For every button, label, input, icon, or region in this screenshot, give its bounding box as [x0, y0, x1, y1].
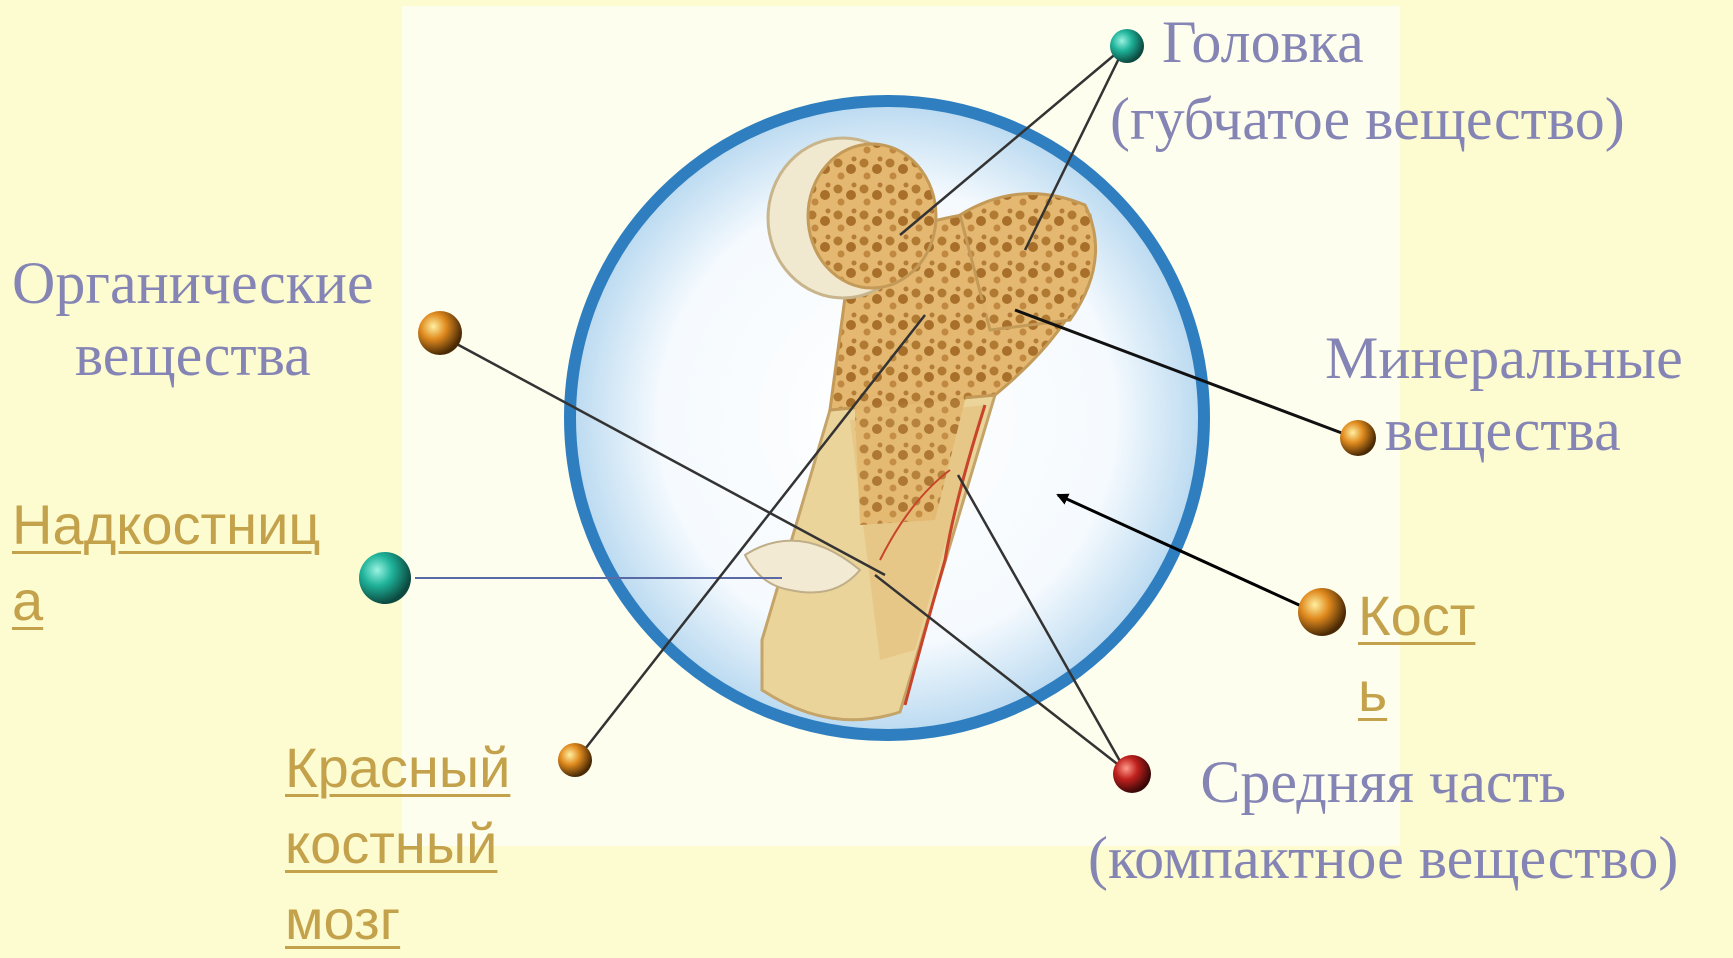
marker-periosteum — [359, 552, 411, 604]
label-middle-line1: Средняя часть — [1088, 746, 1678, 818]
link-bone[interactable]: Кост ь — [1358, 578, 1475, 730]
marker-organic — [418, 311, 462, 355]
femoral-head — [808, 144, 936, 288]
label-mineral: Минеральные вещества — [1325, 322, 1683, 466]
link-periosteum[interactable]: Надкостниц а — [12, 487, 320, 639]
label-organic-line1: Органические — [12, 247, 374, 319]
label-head-line2: (губчатое вещество) — [1110, 83, 1625, 155]
link-periosteum-line1: Надкостниц — [12, 487, 320, 563]
label-middle: Средняя часть (компактное вещество) — [1088, 746, 1678, 894]
label-mineral-line2: вещества — [1325, 394, 1683, 466]
link-red-bone-marrow[interactable]: Красный костный мозг — [285, 730, 510, 958]
label-mineral-line1: Минеральные — [1325, 322, 1683, 394]
label-head: Головка (губчатое вещество) — [1110, 6, 1625, 155]
label-head-line1: Головка — [1110, 6, 1625, 78]
marker-bone — [1298, 588, 1346, 636]
link-marrow-line2: костный — [285, 806, 510, 882]
link-marrow-line1: Красный — [285, 730, 510, 806]
marker-marrow — [558, 743, 592, 777]
label-middle-line2: (компактное вещество) — [1088, 822, 1678, 894]
link-bone-line1: Кост — [1358, 578, 1475, 654]
link-periosteum-line2: а — [12, 563, 320, 639]
label-organic-line2: вещества — [12, 319, 374, 391]
link-bone-line2: ь — [1358, 654, 1475, 730]
label-organic: Органические вещества — [12, 247, 374, 391]
